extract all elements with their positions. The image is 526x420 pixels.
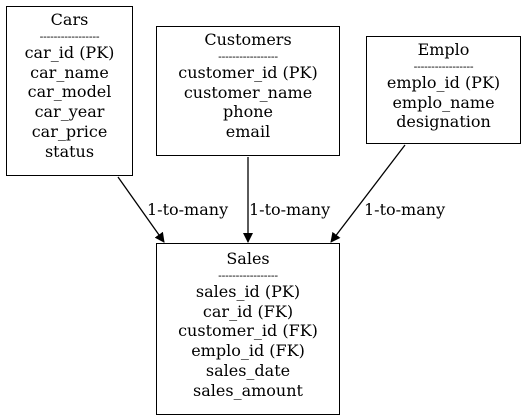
entity-separator: ----------------- xyxy=(413,59,474,73)
entity-field: customer_id (FK) xyxy=(178,321,318,341)
entity-field: customer_id (PK) xyxy=(178,62,318,82)
entity-field: designation xyxy=(396,112,491,132)
entity-title: Emplo xyxy=(417,40,470,59)
entity-field: phone xyxy=(223,102,273,122)
edge-cars-sales xyxy=(117,176,165,243)
entity-field: emplo_name xyxy=(392,92,495,112)
entity-field: car_year xyxy=(34,102,105,122)
edge-label-cars-sales: 1-to-many xyxy=(147,200,228,219)
entity-field: car_model xyxy=(27,82,112,102)
entity-separator: ----------------- xyxy=(218,268,278,282)
entity-field: customer_name xyxy=(183,82,313,102)
entity-field: car_id (PK) xyxy=(24,42,115,62)
edge-label-emplo-sales: 1-to-many xyxy=(364,200,445,219)
entity-sales: Sales ----------------- sales_id (PK) ca… xyxy=(156,243,340,415)
entity-field: emplo_id (FK) xyxy=(191,341,305,361)
entity-title: Customers xyxy=(204,30,292,49)
entity-field: car_price xyxy=(31,121,108,141)
entity-cars: Cars ----------------- car_id (PK) car_n… xyxy=(6,6,133,176)
entity-separator: ----------------- xyxy=(218,49,278,63)
entity-field: sales_amount xyxy=(193,380,303,400)
entity-title: Sales xyxy=(226,249,270,268)
entity-field: emplo_id (PK) xyxy=(386,72,501,92)
entity-title: Cars xyxy=(50,10,89,29)
entity-field: status xyxy=(44,141,95,161)
entity-field: email xyxy=(225,122,271,142)
entity-customers: Customers ----------------- customer_id … xyxy=(156,26,340,156)
entity-field: sales_id (PK) xyxy=(195,281,301,301)
edge-emplo-sales xyxy=(330,144,406,243)
entity-field: car_name xyxy=(30,62,109,82)
edge-label-customers-sales: 1-to-many xyxy=(249,200,330,219)
entity-separator: ----------------- xyxy=(39,29,100,43)
entity-emplo: Emplo ----------------- emplo_id (PK) em… xyxy=(366,36,521,144)
entity-field: sales_date xyxy=(205,360,291,380)
entity-field: car_id (FK) xyxy=(202,301,294,321)
